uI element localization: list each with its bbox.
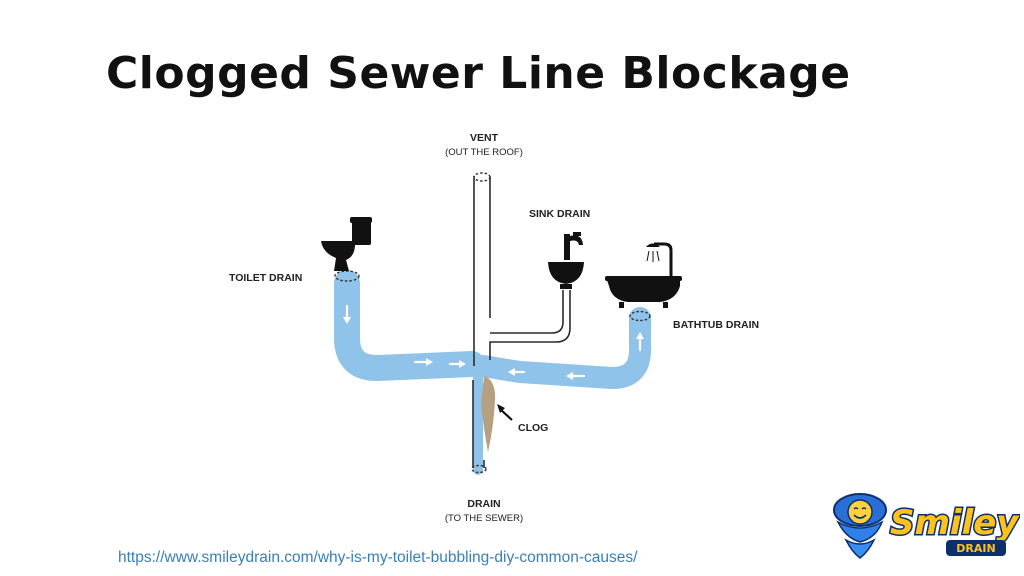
page-title: Clogged Sewer Line Blockage — [106, 48, 851, 99]
flow-arrow-up-icon — [636, 332, 644, 352]
smiley-drain-logo: Smiley DRAIN — [833, 493, 1020, 559]
flow-arrow-left-icon — [508, 368, 526, 376]
clog-label: CLOG — [518, 422, 548, 434]
sink-drain-trap — [490, 290, 564, 334]
drain-label: DRAIN — [467, 498, 500, 510]
toilet-icon — [321, 217, 372, 271]
svg-text:DRAIN: DRAIN — [956, 542, 995, 555]
bathtub-drain-label: BATHTUB DRAIN — [673, 319, 759, 331]
flow-arrow-right-icon — [448, 360, 466, 368]
bathtub-drain-pipe — [473, 307, 651, 389]
pipe-openings — [334, 172, 651, 474]
flow-arrow-right-icon — [413, 358, 433, 366]
drain-sublabel: (TO THE SEWER) — [445, 513, 523, 524]
flow-arrow-left-icon — [566, 372, 586, 380]
tornado-icon — [833, 493, 887, 559]
toilet-drain-pipe — [334, 270, 485, 381]
svg-text:Smiley: Smiley — [890, 503, 1020, 543]
drain-opening — [471, 464, 487, 474]
clog-mass — [481, 376, 496, 452]
vent-opening — [473, 172, 491, 182]
pipe-outlines — [472, 176, 571, 468]
water-pipes — [334, 270, 651, 475]
toilet-drain-label: TOILET DRAIN — [229, 272, 302, 284]
vent-sublabel: (OUT THE ROOF) — [445, 147, 523, 158]
sink-icon — [548, 232, 584, 289]
source-link[interactable]: https://www.smileydrain.com/why-is-my-to… — [118, 549, 638, 566]
bathtub-opening — [629, 310, 651, 322]
flow-arrow-down-icon — [343, 304, 351, 324]
bathtub-icon — [605, 242, 682, 308]
logo-wordmark: Smiley DRAIN — [889, 502, 1020, 556]
flow-arrows — [343, 304, 644, 380]
sink-drain-trap-outer — [489, 290, 571, 360]
sink-drain-label: SINK DRAIN — [529, 208, 590, 220]
clog-pointer-icon — [497, 404, 513, 421]
vent-label: VENT — [470, 132, 499, 144]
